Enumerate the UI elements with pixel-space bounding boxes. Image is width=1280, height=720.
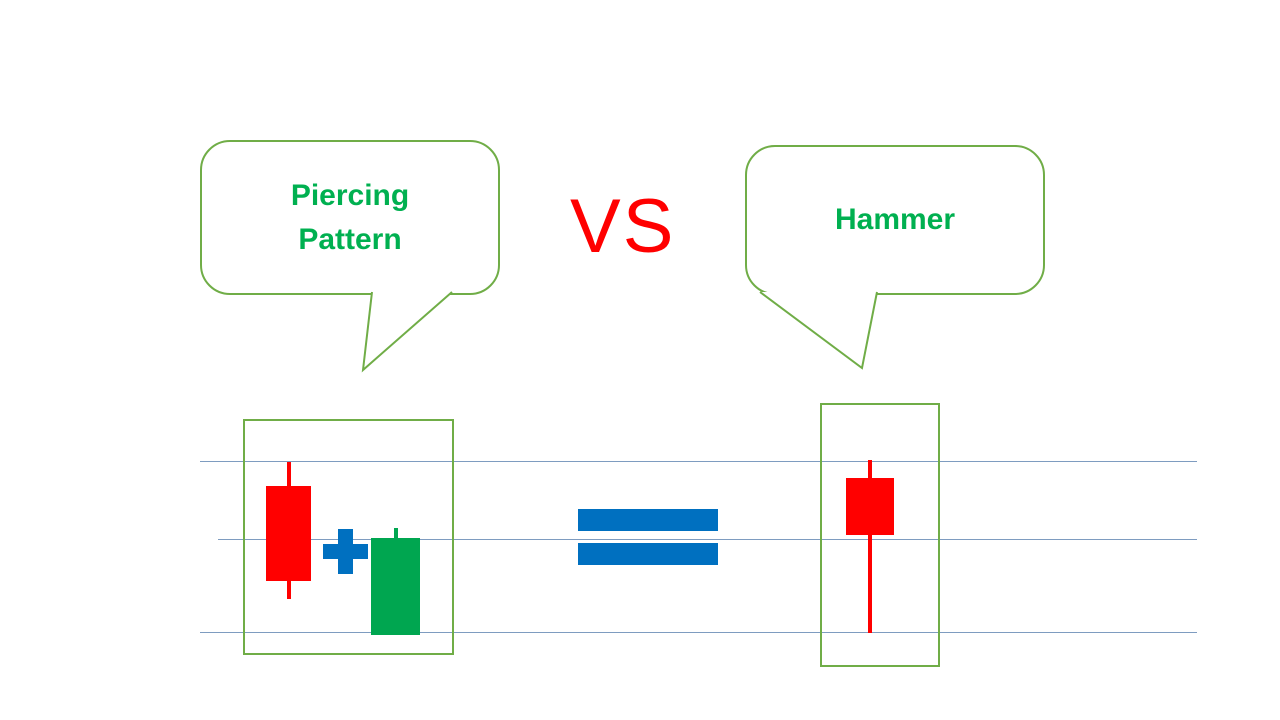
price-level-line-top [200,461,1197,462]
bullish-candle-body [371,538,420,635]
bubble-tail-right [759,291,878,370]
bearish-candle-lower-wick [287,581,291,599]
hammer-candle-body [846,478,894,535]
price-level-line-bottom [200,632,1197,633]
equals-icon [578,543,718,565]
vs-label: VS [570,184,676,269]
bearish-candle-body [266,486,311,581]
bearish-candle-upper-wick [287,462,291,486]
hammer-label: Hammer [834,203,956,237]
hammer-candle-upper-wick [868,460,872,478]
pattern-box-piercing [243,419,454,655]
price-level-line-middle [218,539,1197,540]
bullish-candle-upper-wick [394,528,398,538]
speech-bubble-hammer: Hammer [745,145,1045,295]
speech-bubble-piercing: Piercing Pattern [200,140,500,295]
hammer-candle-lower-wick [868,535,872,633]
bubble-tail-left [361,291,453,373]
pattern-box-hammer [820,403,940,667]
piercing-pattern-label: Piercing Pattern [290,179,410,256]
equals-icon [578,509,718,531]
plus-icon [338,529,353,574]
